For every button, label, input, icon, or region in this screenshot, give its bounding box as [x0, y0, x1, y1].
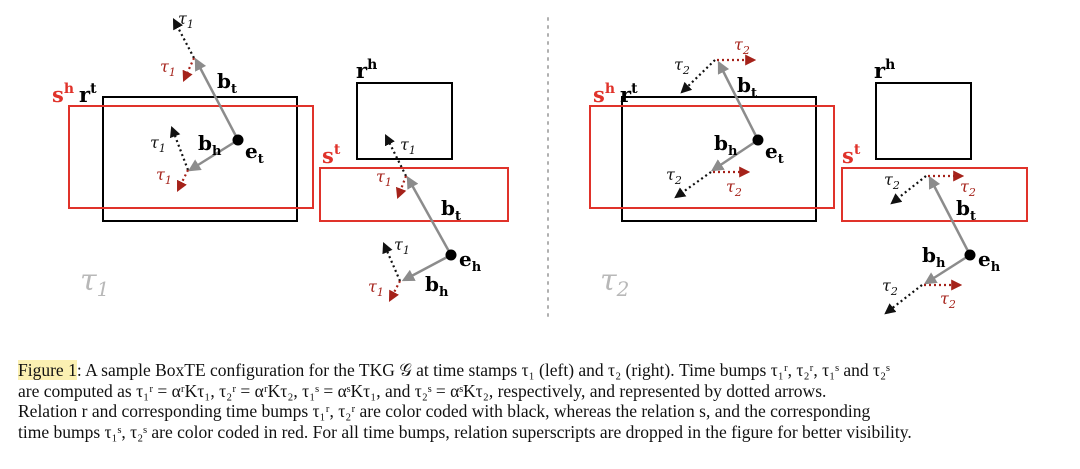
- bump-label-red-5: τ2: [734, 35, 750, 57]
- label-bh-1: bh: [198, 131, 222, 159]
- label-bt-4: bt: [956, 196, 976, 224]
- caption-figure-label: Figure 1: [18, 360, 77, 380]
- bump-label-red-7: τ2: [960, 177, 976, 199]
- label-bh-4: bh: [922, 243, 946, 271]
- bump-label-red-2: τ1: [156, 165, 172, 187]
- bump-label-black-6: τ2: [666, 165, 682, 187]
- box-s-head: [68, 105, 314, 209]
- label-e-head-2: eh: [978, 247, 1001, 275]
- bump-vector-bt-arrow-2: [406, 175, 453, 256]
- bump-label-red-3: τ1: [376, 167, 392, 189]
- bump-vector-bh-arrow-3: [710, 138, 759, 172]
- time-bump-arrow-black-7: [890, 175, 927, 205]
- bump-vector-bh-arrow-4: [923, 253, 971, 285]
- timestamp-label-right: τ2: [600, 263, 629, 301]
- label-r-head: rh: [356, 57, 377, 83]
- boxte-figure: sh rt rh st bt bh et τ1 τ1 τ1 τ1 bt bh e…: [52, 9, 1028, 323]
- bump-label-red-8: τ2: [940, 289, 956, 311]
- bump-vector-bt-arrow-4: [928, 175, 972, 256]
- entity-point-et: [232, 134, 244, 146]
- box-r-tail: [102, 96, 298, 222]
- time-bump-arrow-red-1: [182, 57, 196, 83]
- label-e-tail-2: et: [765, 139, 784, 167]
- bump-label-black-8: τ2: [882, 276, 898, 298]
- label-s-head: sh: [52, 81, 74, 107]
- time-bump-arrow-black-1: [172, 18, 195, 59]
- label-s-tail: st: [322, 142, 341, 168]
- label-r-head-2: rh: [874, 57, 895, 83]
- label-e-tail: et: [245, 139, 264, 167]
- box-r-tail-2: [621, 96, 817, 222]
- box-s-tail: [319, 167, 509, 222]
- label-bh-3: bh: [714, 131, 738, 159]
- caption-line-4: time bumps τ₁ˢ, τ₂ˢ are color coded in r…: [18, 421, 912, 442]
- bump-vector-bh-arrow: [187, 138, 239, 172]
- label-s-head-2: sh: [593, 81, 615, 107]
- box-r-head-2: [875, 82, 972, 160]
- bump-vector-bt-arrow-3: [717, 60, 760, 141]
- box-r-head: [356, 82, 453, 160]
- bump-label-red-4: τ1: [368, 277, 384, 299]
- box-s-tail-2: [841, 167, 1028, 222]
- caption-line-2: are computed as τ₁ʳ = αʳKτ₁, τ₂ʳ = αʳKτ₂…: [18, 380, 827, 401]
- right-panel: sh rt rh st bt bh et τ2 τ2 τ2 τ2 bt bh e…: [589, 35, 1028, 315]
- time-bump-arrow-red-3: [395, 175, 408, 200]
- label-s-tail-2: st: [842, 142, 861, 168]
- left-panel: sh rt rh st bt bh et τ1 τ1 τ1 τ1 bt bh e…: [52, 9, 509, 302]
- time-bump-arrow-red-4: [388, 280, 401, 302]
- bump-label-black-7: τ2: [884, 170, 900, 192]
- time-bump-arrow-red-2: [177, 169, 189, 192]
- bump-label-black-4: τ1: [394, 235, 410, 257]
- bump-label-red-6: τ2: [726, 177, 742, 199]
- label-r-tail: rt: [79, 81, 97, 107]
- entity-point-eh-2: [964, 249, 976, 261]
- time-bump-arrow-black-6: [674, 171, 712, 199]
- entity-point-et-2: [752, 134, 764, 146]
- bump-label-black-3: τ1: [400, 135, 416, 157]
- label-r-tail-2: rt: [620, 81, 638, 107]
- entity-point-eh: [445, 249, 457, 261]
- timestamp-label-left: τ1: [80, 263, 109, 301]
- caption-line-1: Figure 1: A sample BoxTE configuration f…: [18, 360, 1068, 381]
- label-e-head: eh: [459, 247, 482, 275]
- label-bh-2: bh: [425, 272, 449, 300]
- label-bt-1: bt: [217, 69, 237, 97]
- figure-caption: Figure 1: A sample BoxTE configuration f…: [18, 360, 1068, 442]
- bump-vector-bt-arrow: [194, 57, 240, 141]
- label-bt-2: bt: [441, 196, 461, 224]
- bump-label-black-2: τ1: [150, 133, 166, 155]
- label-bt-3: bt: [737, 73, 757, 101]
- caption-line-3: Relation r and corresponding time bumps …: [18, 401, 871, 421]
- bump-label-red-1: τ1: [160, 57, 176, 79]
- caption-line-1-text: : A sample BoxTE configuration for the T…: [76, 360, 890, 380]
- bump-label-black-5: τ2: [674, 55, 690, 77]
- time-bump-arrow-black-4: [382, 241, 402, 282]
- bump-vector-bh-arrow-2: [401, 253, 452, 282]
- bump-label-black-1: τ1: [178, 9, 194, 31]
- box-s-head-2: [589, 105, 835, 209]
- time-bump-arrow-black-2: [169, 125, 190, 171]
